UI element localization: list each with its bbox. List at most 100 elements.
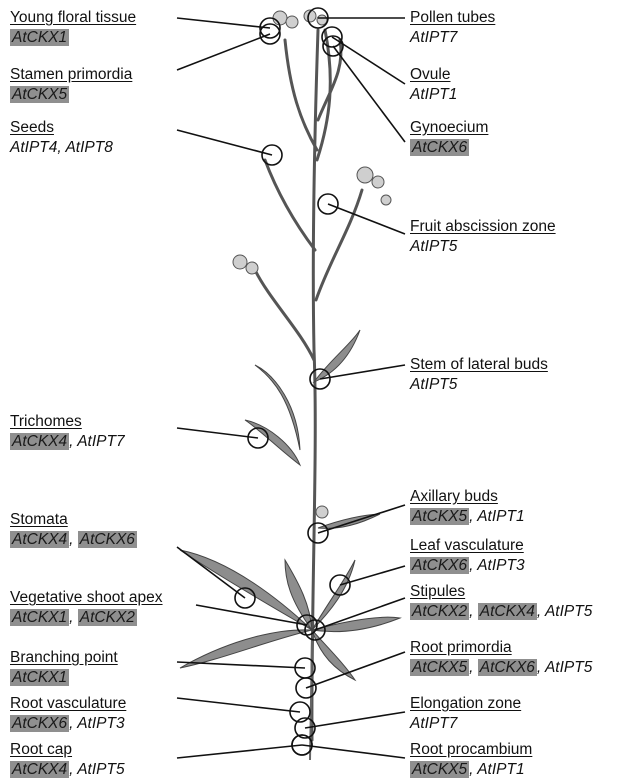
gene-highlighted: AtCKX4 [478,603,537,620]
gene-highlighted: AtCKX1 [10,29,69,46]
annotation-title: Ovule [410,66,451,83]
annotation-title: Seeds [10,119,54,136]
gene: AtIPT3 [77,715,124,732]
gene-list: AtIPT5 [410,375,548,395]
gene: AtIPT5 [77,761,124,778]
left-annotation: Branching pointAtCKX1 [10,648,118,688]
left-callout-6-line [177,662,305,668]
annotation-title: Elongation zone [410,695,521,712]
left-callout-0-line [177,18,270,28]
left-callout-8-line [177,745,302,758]
gene-highlighted: AtCKX2 [410,603,469,620]
gene-list: AtCKX4, AtCKX6 [10,530,137,550]
right-callout-3-line [328,204,405,234]
left-callout-2-line [177,130,272,155]
gene-highlighted: AtCKX1 [10,609,69,626]
gene: AtIPT1 [477,508,524,525]
gene-list: AtIPT7 [410,714,521,734]
gene: AtIPT1 [477,761,524,778]
annotation-title: Stomata [10,511,68,528]
gene-list: AtCKX6, AtIPT3 [410,556,525,576]
right-callout-9-line [305,712,405,728]
gene-highlighted: AtCKX2 [78,609,137,626]
right-annotation: Root primordiaAtCKX5, AtCKX6, AtIPT5 [410,638,592,678]
annotation-title: Stem of lateral buds [410,356,548,373]
gene-highlighted: AtCKX4 [10,433,69,450]
right-callout-10-line [302,745,405,758]
annotation-title: Root cap [10,741,72,758]
right-callout-5-line [318,505,405,533]
gene-list: AtCKX6, AtIPT3 [10,714,126,734]
gene: AtIPT1 [410,86,457,103]
gene-highlighted: AtCKX6 [78,531,137,548]
annotation-title: Axillary buds [410,488,498,505]
annotation-title: Root vasculature [10,695,126,712]
left-callout-1-line [177,34,270,70]
annotation-title: Branching point [10,649,118,666]
left-callout-7-line [177,698,300,712]
gene-list: AtIPT5 [410,237,556,257]
annotation-title: Fruit abscission zone [410,218,556,235]
gene-list: AtCKX4, AtIPT7 [10,432,125,452]
left-callout-3-line [177,428,258,438]
gene-highlighted: AtCKX5 [410,761,469,778]
gene-list: AtCKX1 [10,28,136,48]
annotation-title: Gynoecium [410,119,488,136]
gene-highlighted: AtCKX6 [410,557,469,574]
gene: AtIPT7 [410,715,457,732]
right-annotation: Axillary budsAtCKX5, AtIPT1 [410,487,525,527]
gene: AtIPT5 [410,376,457,393]
gene-highlighted: AtCKX4 [10,531,69,548]
gene: AtIPT5 [545,659,592,676]
gene-highlighted: AtCKX1 [10,669,69,686]
gene-list: AtCKX1, AtCKX2 [10,608,163,628]
callout-lines [177,8,405,758]
gene-list: AtCKX5, AtIPT1 [410,507,525,527]
right-annotation: Root procambiumAtCKX5, AtIPT1 [410,740,532,780]
annotation-title: Trichomes [10,413,82,430]
gene-list: AtCKX1 [10,668,118,688]
gene: AtIPT5 [545,603,592,620]
annotation-title: Leaf vasculature [410,537,524,554]
gene-list: AtCKX5 [10,85,132,105]
gene-highlighted: AtCKX5 [410,508,469,525]
right-annotation: Stem of lateral budsAtIPT5 [410,355,548,395]
gene-highlighted: AtCKX5 [410,659,469,676]
gene-list: AtCKX6 [410,138,488,158]
gene-highlighted: AtCKX6 [478,659,537,676]
annotation-title: Pollen tubes [410,9,495,26]
gene: AtIPT7 [77,433,124,450]
gene: AtIPT4 [10,139,57,156]
gene-highlighted: AtCKX6 [10,715,69,732]
gene-list: AtIPT4, AtIPT8 [10,138,113,158]
annotation-title: Root procambium [410,741,532,758]
gene-list: AtIPT1 [410,85,457,105]
gene-list: AtCKX4, AtIPT5 [10,760,125,780]
gene-list: AtCKX5, AtCKX6, AtIPT5 [410,658,592,678]
gene-highlighted: AtCKX6 [410,139,469,156]
gene-list: AtIPT7 [410,28,495,48]
gene-highlighted: AtCKX4 [10,761,69,778]
gene: AtIPT3 [477,557,524,574]
annotation-title: Root primordia [410,639,512,656]
annotation-title: Young floral tissue [10,9,136,26]
gene: AtIPT5 [410,238,457,255]
annotation-title: Stipules [410,583,465,600]
annotation-title: Stamen primordia [10,66,132,83]
gene-highlighted: AtCKX5 [10,86,69,103]
annotation-title: Vegetative shoot apex [10,589,163,606]
